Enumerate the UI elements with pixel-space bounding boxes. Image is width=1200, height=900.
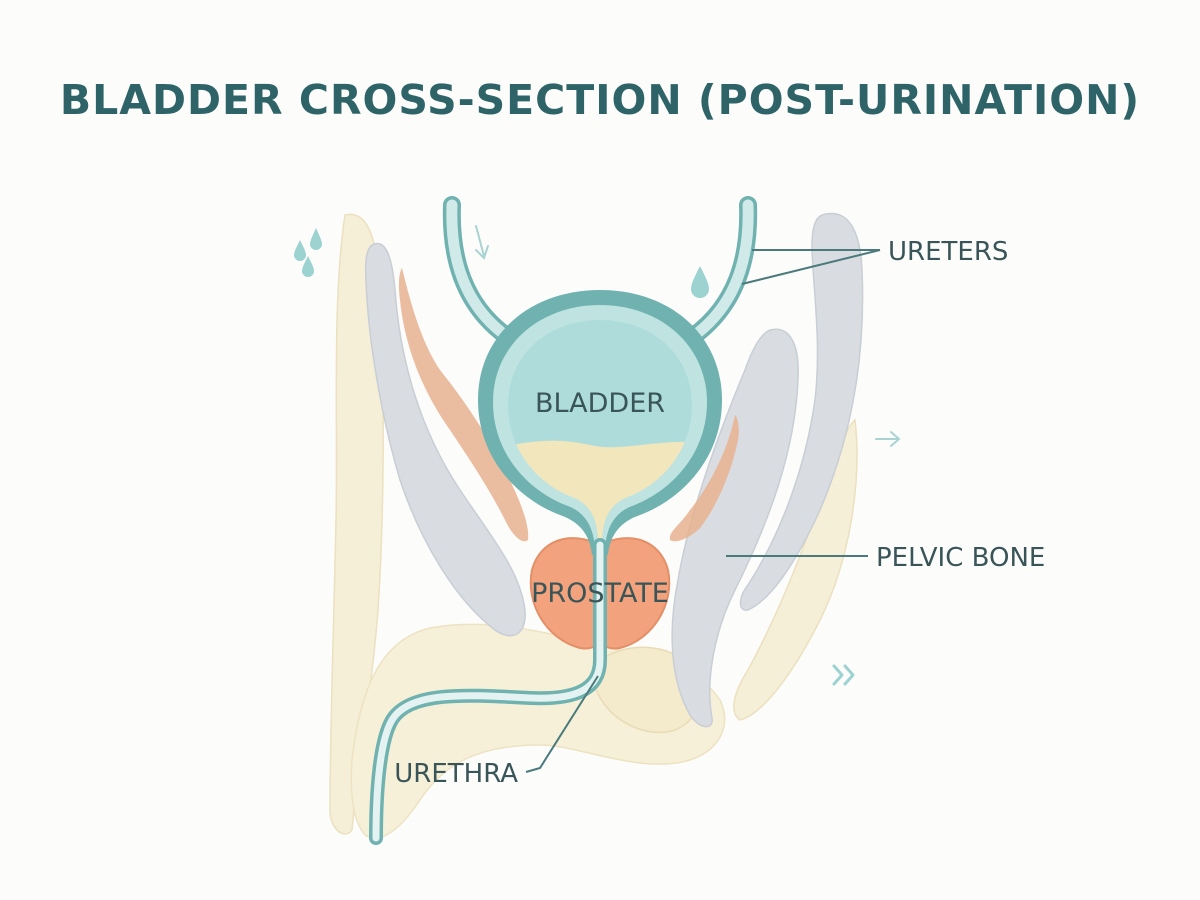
- ureters-label: URETERS: [888, 237, 1008, 267]
- pelvic-bone-right-outer: [739, 212, 864, 611]
- diagram-title: BLADDER CROSS-SECTION (POST-URINATION): [60, 76, 1140, 124]
- pelvic-bone-right-inner: [671, 328, 799, 728]
- ureter-left-lumen: [446, 199, 511, 341]
- water-drop-icon: [691, 266, 709, 298]
- pelvic-bone-left: [364, 242, 526, 637]
- ureter-right-lumen: [689, 199, 754, 341]
- urethra-label: URETHRA: [394, 759, 518, 789]
- arrow-right-icon: [875, 431, 901, 447]
- pelvic-bone-callout: PELVIC BONE: [726, 543, 1045, 573]
- water-droplets-icon: [294, 228, 322, 277]
- ureters-leader-lower: [741, 249, 881, 285]
- double-chevron-right-icon: [832, 664, 855, 686]
- muscle-right: [669, 415, 739, 542]
- prostate-label: PROSTATE: [531, 578, 669, 609]
- muscle-left: [398, 268, 529, 542]
- flow-arrow-down-icon: [475, 225, 489, 260]
- pelvic-bone-label: PELVIC BONE: [876, 543, 1045, 573]
- urethra-leader: [525, 675, 599, 773]
- urethra-lumen: [372, 541, 604, 842]
- ureters-callout: URETERS: [741, 237, 1008, 285]
- bladder-label: BLADDER: [535, 388, 665, 419]
- urethra-callout: URETHRA: [394, 675, 599, 789]
